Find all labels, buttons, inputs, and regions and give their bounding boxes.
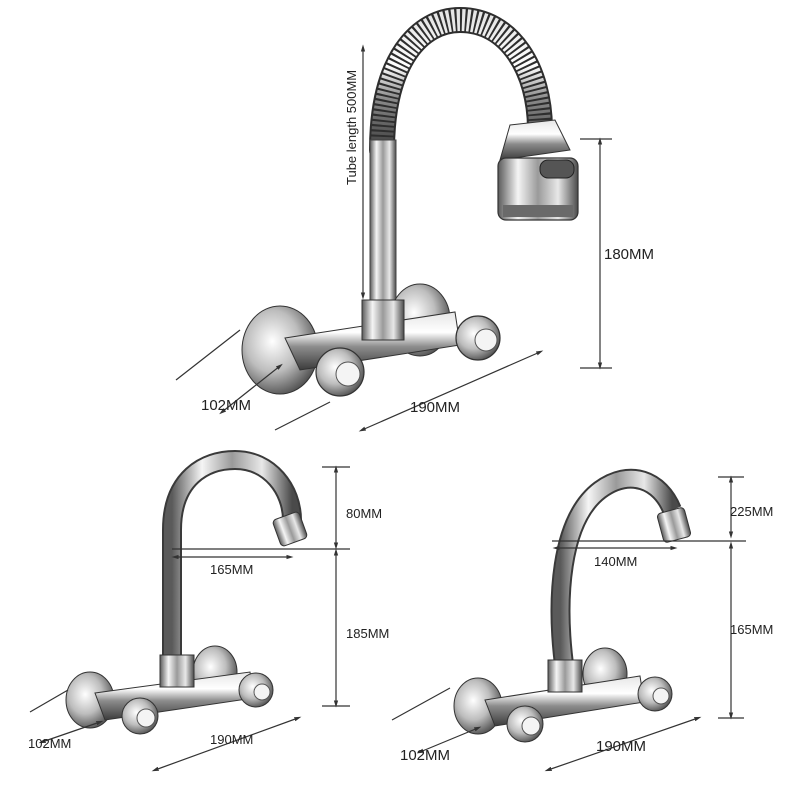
depth-ext-1: [175, 329, 241, 381]
left-reach-label: 165MM: [210, 562, 253, 577]
tube-length-label: Tube length 500MM: [344, 70, 359, 185]
top-height-label: 180MM: [604, 246, 654, 263]
left-lower-height-label: 185MM: [346, 626, 389, 641]
left-width-dimension-line: [151, 716, 302, 772]
left-depth-dimension-line: [38, 720, 104, 744]
width-dimension-line: [358, 350, 544, 432]
top-width-label: 190MM: [410, 399, 460, 416]
right-upper-height-label: 225MM: [730, 504, 773, 519]
right-depth-label: 102MM: [400, 747, 450, 764]
left-width-label: 190MM: [210, 732, 253, 747]
right-lower-height-label: 165MM: [730, 622, 773, 637]
right-width-label: 190MM: [596, 738, 646, 755]
right-depth-ext: [391, 687, 451, 721]
left-depth-label: 102MM: [28, 736, 71, 751]
right-faucet: 225MM 140MM 165MM 102MM 190MM: [391, 468, 773, 772]
right-width-dimension-line: [544, 716, 702, 772]
left-faucet: 80MM 165MM 185MM 102MM 190MM: [28, 449, 389, 772]
left-depth-ext: [29, 689, 69, 713]
width-ext-left: [274, 401, 331, 431]
depth-dimension-line: [219, 363, 283, 415]
top-depth-label: 102MM: [201, 397, 251, 414]
left-upper-height-label: 80MM: [346, 506, 382, 521]
right-reach-label: 140MM: [594, 554, 637, 569]
right-depth-dimension-line: [416, 726, 482, 754]
top-faucet: Tube length 500MM 180MM 102MM 190MM: [175, 6, 654, 432]
